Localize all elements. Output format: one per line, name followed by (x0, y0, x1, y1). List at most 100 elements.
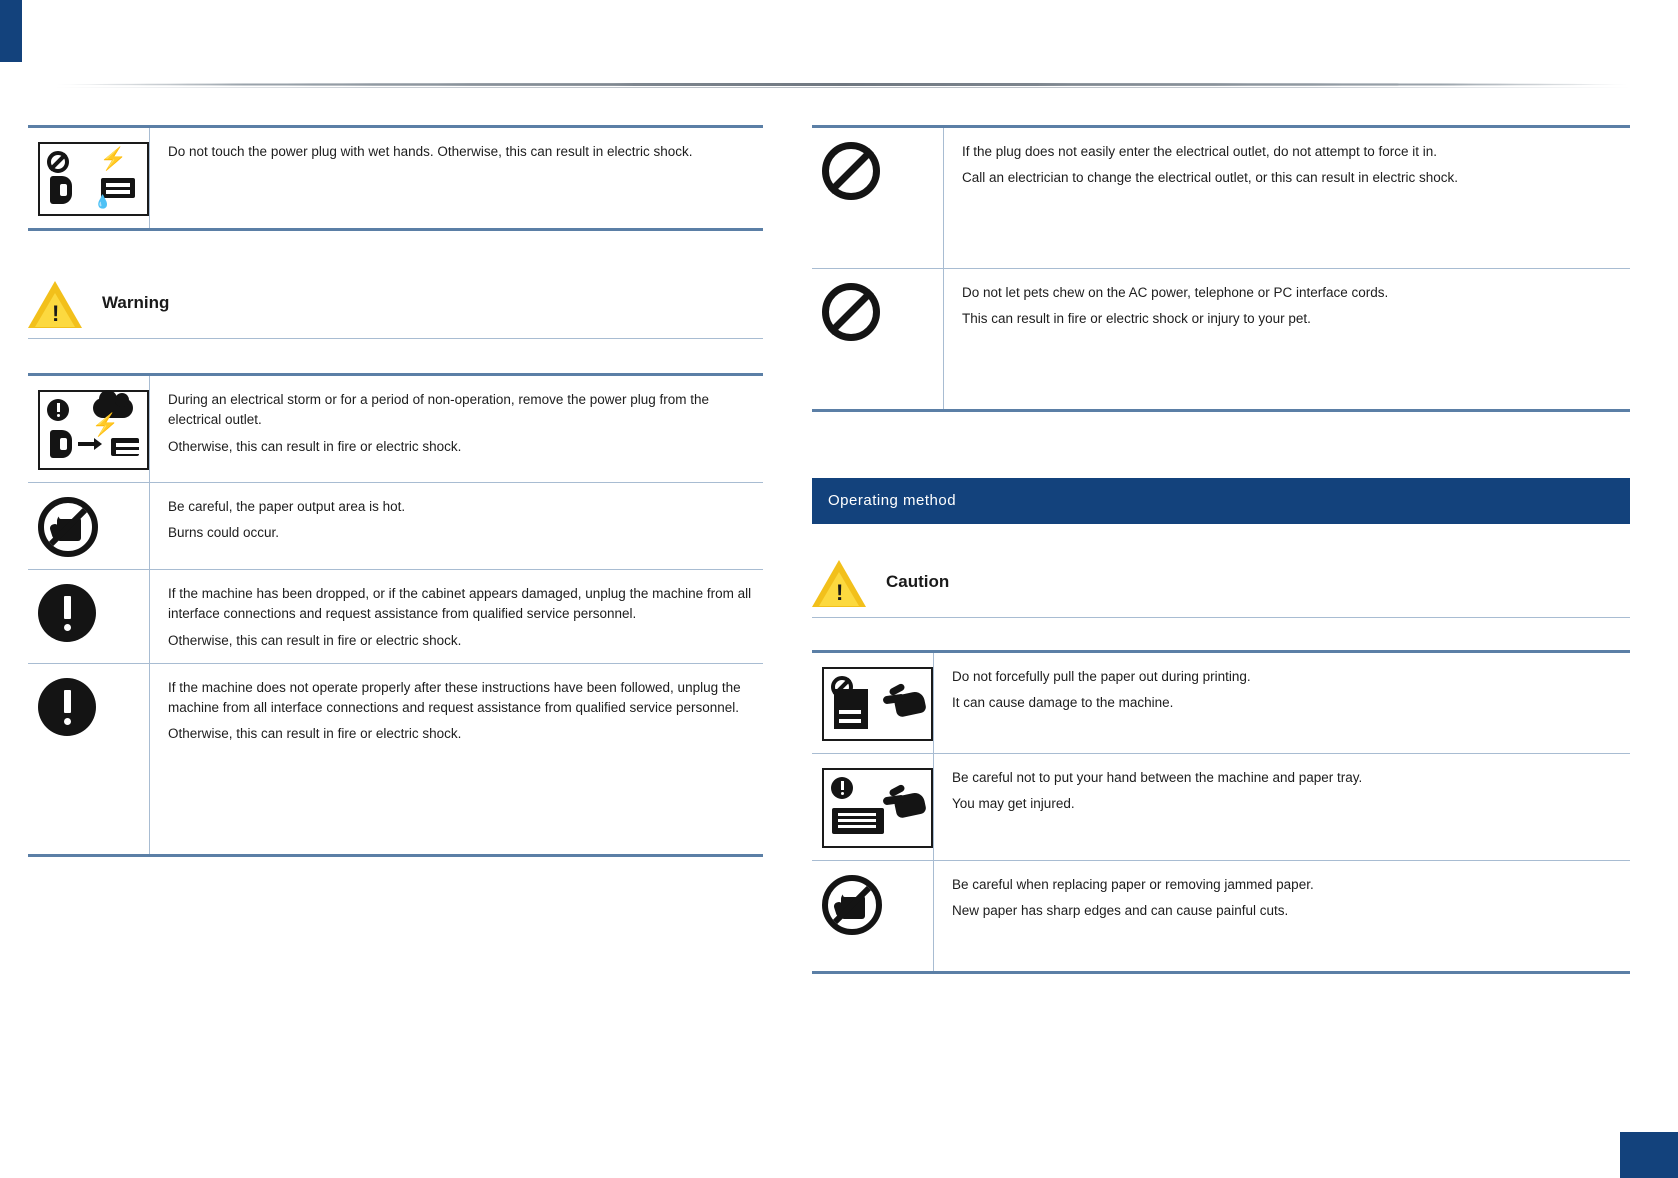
right-top-rule (812, 125, 1630, 128)
spacer (28, 231, 763, 277)
row-text-cell: Be careful when replacing paper or remov… (934, 861, 1630, 971)
row-text-line: This can result in fire or electric shoc… (962, 311, 1311, 327)
plug-icon (50, 176, 72, 204)
warning-triangle-icon: ! (28, 281, 90, 335)
right-table-top-rule (812, 650, 1630, 653)
warning-exclamation-glyph: ! (836, 580, 844, 605)
row-icon-cell (812, 269, 944, 409)
left-table-top-rule (28, 373, 763, 376)
header-divider (55, 80, 1630, 90)
exclamation-circle-icon (831, 777, 853, 799)
row-text-line: Otherwise, this can result in fire or el… (168, 438, 462, 454)
plug-body-icon (50, 430, 72, 458)
row-divider (812, 860, 1630, 861)
outlet-icon (101, 178, 135, 198)
table-row: Do not forcefully pull the paper out dur… (812, 653, 1630, 753)
right-table: Do not forcefully pull the paper out dur… (812, 653, 1630, 971)
row-text-line: During an electrical storm or for a peri… (168, 392, 710, 428)
section-band-label: Operating method (828, 492, 957, 509)
row-icon-cell (812, 128, 944, 268)
warning-exclamation-glyph: ! (52, 301, 60, 326)
section-band: Operating method (812, 478, 1630, 524)
no-wet-plug-pictogram: ⚡ 💧 (38, 142, 149, 216)
row-text-line: Otherwise, this can result in fire or el… (168, 726, 462, 742)
right-top-table: If the plug does not easily enter the el… (812, 128, 1630, 409)
row-text-cell: If the plug does not easily enter the el… (944, 128, 1630, 268)
prohibition-circle-icon (47, 151, 69, 173)
row-divider (28, 662, 763, 664)
row-text-line: Do not touch the power plug with wet han… (168, 144, 693, 159)
spacer (812, 412, 1630, 478)
header-divider-thin (55, 87, 1630, 88)
table-row: If the plug does not easily enter the el… (812, 128, 1630, 268)
table-row: If the machine has been dropped, or if t… (28, 570, 763, 663)
row-text-line: It can cause damage to the machine. (952, 695, 1174, 711)
table-row: Be careful, the paper output area is hot… (28, 483, 763, 569)
header-divider-thick (55, 83, 1630, 86)
keep-hand-clear-pictogram (822, 768, 933, 848)
spacer (812, 618, 1630, 650)
row-text-line: If the machine does not operate properly… (168, 679, 741, 715)
outlet-icon (111, 438, 140, 456)
left-table: ⚡ During an electrical storm or for a pe… (28, 376, 763, 854)
row-text-cell: Do not touch the power plug with wet han… (150, 128, 763, 228)
row-icon-cell (812, 861, 934, 971)
left-column: ⚡ 💧 Do not touch the power plug with wet… (28, 125, 763, 857)
table-row: ⚡ During an electrical storm or for a pe… (28, 376, 763, 482)
row-icon-cell (28, 483, 150, 569)
row-divider (28, 569, 763, 570)
water-drops-icon: 💧 (94, 194, 113, 209)
warning-triangle-icon: ! (812, 560, 874, 614)
row-text-line: Be careful not to put your hand between … (952, 770, 1363, 785)
row-text-line: If the plug does not easily enter the el… (962, 144, 1438, 159)
hand-pulling-paper-icon (881, 682, 927, 719)
printer-icon (834, 689, 868, 729)
row-icon-cell (28, 570, 150, 663)
left-table-bottom-rule (28, 853, 763, 857)
spark-icon: ⚡ (99, 146, 127, 171)
row-text-line: New paper has sharp edges and can cause … (952, 903, 1289, 919)
page-edge-tab (0, 0, 22, 62)
left-top-rule-bottom (28, 228, 763, 231)
row-text-line: You may get injured. (952, 796, 1075, 812)
storm-cloud-icon (93, 390, 133, 418)
row-icon-cell: ⚡ 💧 (28, 128, 150, 228)
right-table-bottom-rule (812, 971, 1630, 974)
row-divider (28, 482, 763, 483)
exclamation-circle-icon (47, 399, 69, 421)
row-text-cell: Do not forcefully pull the paper out dur… (934, 653, 1630, 753)
prohibition-circle-icon (822, 142, 880, 200)
row-text-line: Burns could occur. (168, 525, 280, 541)
row-text-line: If the machine has been dropped, or if t… (168, 586, 752, 622)
row-text-line: Do not let pets chew on the AC power, te… (962, 285, 1389, 300)
caution-exclamation-icon (38, 584, 96, 642)
row-icon-cell (28, 663, 150, 854)
hand-icon (881, 783, 927, 820)
left-top-rule (28, 125, 763, 128)
row-text-line: Call an electrician to change the electr… (962, 170, 1458, 186)
caution-header: ! Caution (812, 556, 1630, 618)
table-row: Do not let pets chew on the AC power, te… (812, 269, 1630, 409)
row-icon-cell (812, 653, 934, 753)
no-pull-paper-pictogram (822, 667, 933, 741)
row-divider (812, 268, 1630, 269)
warning-header: ! Warning (28, 277, 763, 339)
row-divider (812, 753, 1630, 754)
row-icon-cell (812, 754, 934, 860)
right-top-bottom-rule (812, 409, 1630, 412)
spacer (812, 524, 1630, 556)
row-text-cell: Do not let pets chew on the AC power, te… (944, 269, 1630, 409)
table-row: Be careful not to put your hand between … (812, 754, 1630, 860)
warning-title: Warning (102, 293, 170, 312)
row-icon-cell: ⚡ (28, 376, 150, 482)
row-text-cell: During an electrical storm or for a peri… (150, 376, 763, 482)
unplug-during-storm-pictogram: ⚡ (38, 390, 149, 470)
lightning-bolt-icon: ⚡ (91, 412, 119, 437)
row-text-cell: Be careful, the paper output area is hot… (150, 483, 763, 569)
row-text-line: Be careful when replacing paper or remov… (952, 877, 1314, 892)
paper-tray-icon (832, 808, 884, 834)
row-text-line: Do not forcefully pull the paper out dur… (952, 669, 1251, 684)
spacer (28, 339, 763, 373)
no-touch-hand-icon (38, 497, 98, 557)
row-text-cell: Be careful not to put your hand between … (934, 754, 1630, 860)
